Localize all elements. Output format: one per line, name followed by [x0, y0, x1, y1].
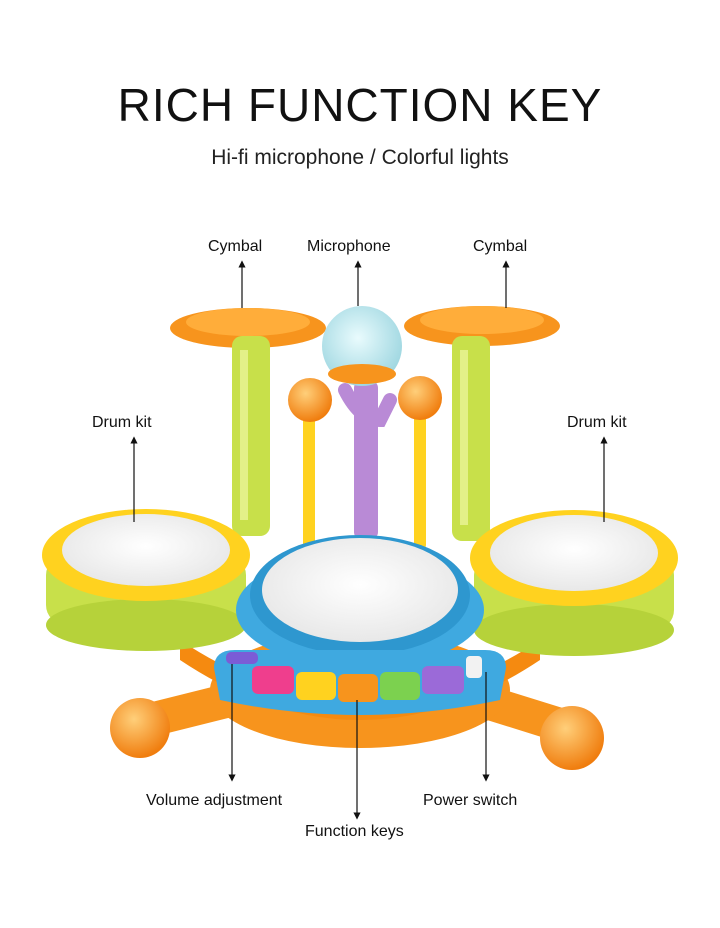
function-keypad: [214, 650, 506, 715]
callout-microphone: Microphone: [307, 238, 391, 255]
cymbal-left: [170, 308, 326, 536]
drumsticks: [288, 376, 442, 550]
callout-function-keys: Function keys: [305, 823, 404, 840]
drum-left: [42, 509, 250, 651]
callout-drum-kit-left: Drum kit: [92, 414, 152, 431]
power-switch: [466, 656, 482, 678]
cymbal-right: [404, 306, 560, 541]
callout-drum-kit-right: Drum kit: [567, 414, 627, 431]
function-key-4: [380, 672, 420, 700]
callout-cymbal-left: Cymbal: [208, 238, 263, 255]
function-key-2: [296, 672, 336, 700]
callout-cymbal-right: Cymbal: [473, 238, 528, 255]
page-title: RICH FUNCTION KEY: [117, 79, 603, 131]
drum-center: [236, 535, 484, 668]
callout-volume: Volume adjustment: [146, 792, 283, 809]
volume-button: [226, 652, 258, 664]
function-key-1: [252, 666, 294, 694]
function-key-3: [338, 674, 378, 702]
function-key-5: [422, 666, 464, 694]
drum-right: [470, 510, 678, 656]
callout-arrows: [130, 260, 608, 820]
page-subtitle: Hi-fi microphone / Colorful lights: [211, 146, 509, 169]
callout-power: Power switch: [423, 792, 518, 809]
